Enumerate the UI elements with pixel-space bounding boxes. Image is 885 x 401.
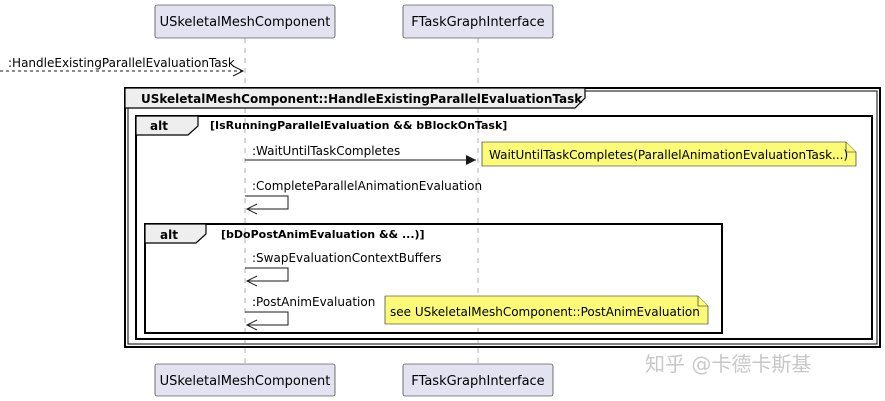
message-swap: :SwapEvaluationContextBuffers (245, 251, 441, 287)
participant-mesh-top-label: USkeletalMeshComponent (160, 15, 331, 30)
incoming-message: :HandleExistingParallelEvaluationTask (0, 56, 245, 77)
note-wait-text: WaitUntilTaskCompletes(ParallelAnimation… (489, 148, 848, 162)
message-complete: :CompleteParallelAnimationEvaluation (245, 179, 482, 215)
message-post-label: :PostAnimEvaluation (252, 295, 375, 309)
alt-outer-label: alt (150, 119, 168, 133)
alt-inner-label: alt (160, 228, 178, 242)
note-post-text: see USkeletalMeshComponent::PostAnimEval… (390, 305, 700, 319)
participant-mesh-bottom-label: USkeletalMeshComponent (160, 374, 331, 389)
participant-task-bottom: FTaskGraphInterface (402, 363, 554, 397)
participant-task-bottom-label: FTaskGraphInterface (411, 374, 544, 389)
alt-frame-inner: alt [bDoPostAnimEvaluation && ...)] (144, 223, 723, 334)
message-complete-label: :CompleteParallelAnimationEvaluation (252, 179, 482, 193)
alt-outer-guard: [IsRunningParallelEvaluation && bBlockOn… (210, 119, 507, 132)
alt-inner-guard: [bDoPostAnimEvaluation && ...)] (221, 228, 425, 241)
group-title: USkeletalMeshComponent::HandleExistingPa… (141, 92, 583, 106)
watermark: 知乎 @卡德卡斯基 (645, 352, 811, 376)
message-post: :PostAnimEvaluation (245, 295, 375, 331)
note-wait: WaitUntilTaskCompletes(ParallelAnimation… (481, 141, 857, 167)
message-wait: :WaitUntilTaskCompletes (245, 144, 476, 165)
participant-mesh-top: USkeletalMeshComponent (154, 4, 336, 39)
participant-task-top: FTaskGraphInterface (402, 4, 554, 39)
incoming-message-label: :HandleExistingParallelEvaluationTask (8, 56, 235, 70)
note-post: see USkeletalMeshComponent::PostAnimEval… (384, 295, 709, 325)
message-wait-label: :WaitUntilTaskCompletes (252, 144, 400, 158)
participant-task-top-label: FTaskGraphInterface (411, 15, 544, 30)
message-swap-label: :SwapEvaluationContextBuffers (252, 251, 441, 265)
group-frame: USkeletalMeshComponent::HandleExistingPa… (124, 87, 881, 348)
alt-frame-outer: alt [IsRunningParallelEvaluation && bBlo… (135, 115, 873, 340)
participant-mesh-bottom: USkeletalMeshComponent (154, 363, 336, 397)
